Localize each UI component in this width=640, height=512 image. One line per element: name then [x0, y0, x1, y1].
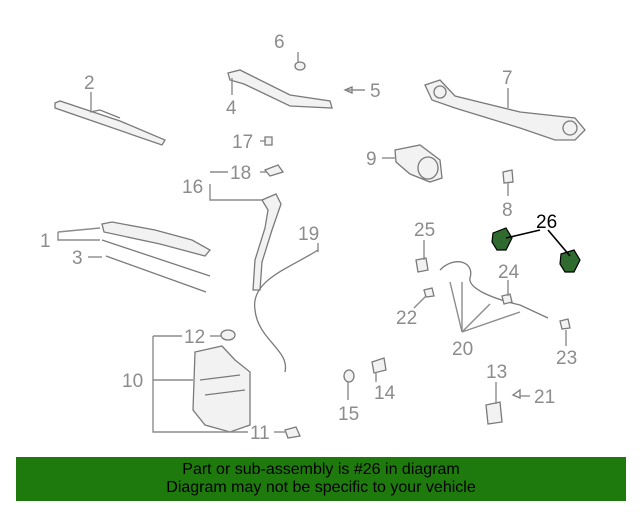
callout-12: 12 [184, 327, 205, 348]
callout-22: 22 [396, 308, 417, 329]
callout-6: 6 [274, 32, 285, 53]
callout-4: 4 [226, 98, 237, 119]
part-reservoir-cap [220, 329, 236, 341]
callout-14: 14 [374, 383, 396, 404]
part-nozzle [415, 257, 429, 273]
callout-20: 20 [452, 339, 473, 360]
callout-labels: 1 2 3 4 5 6 7 8 9 10 11 12 13 14 15 16 1… [40, 32, 577, 444]
part-cap [294, 61, 306, 71]
callout-10: 10 [122, 371, 143, 392]
part-plug [343, 369, 355, 383]
callout-24: 24 [498, 262, 520, 283]
callout-7: 7 [502, 68, 513, 89]
part-grommet [502, 169, 514, 184]
leader-lines-highlight [505, 229, 571, 257]
part-pump-connector [284, 426, 301, 439]
callout-19: 19 [298, 224, 319, 245]
callout-25: 25 [414, 220, 435, 241]
callout-13: 13 [486, 362, 507, 383]
part-clip [264, 136, 273, 146]
part-valve [371, 357, 387, 374]
callout-2: 2 [84, 73, 95, 94]
info-banner: Part or sub-assembly is #26 in diagram D… [16, 457, 626, 501]
part-connector-a [423, 287, 435, 298]
part-washer-hose [254, 249, 319, 373]
callout-18: 18 [230, 163, 251, 184]
callout-21: 21 [534, 387, 555, 408]
part-26-washer-nozzle [491, 227, 581, 273]
callout-15: 15 [338, 404, 359, 425]
callout-16: 16 [182, 177, 203, 198]
callout-9: 9 [366, 149, 377, 170]
part-clip-b [559, 318, 571, 330]
callout-3: 3 [72, 248, 83, 269]
part-screw [511, 388, 521, 399]
banner-line-part: Part or sub-assembly is #26 in diagram [182, 461, 460, 478]
part-wiper-blade-left [101, 221, 212, 293]
callout-8: 8 [502, 200, 513, 221]
callout-1: 1 [40, 231, 51, 252]
part-wiper-motor [394, 144, 443, 183]
part-wiper-arm [227, 69, 333, 109]
part-wiper-linkage [424, 79, 586, 141]
part-filler-cap [263, 164, 285, 177]
callout-5: 5 [370, 81, 381, 102]
callout-11: 11 [250, 423, 270, 444]
part-connector-b [501, 293, 513, 305]
callout-17: 17 [232, 132, 253, 153]
part-wiper-blade [54, 100, 166, 146]
banner-line-disclaimer: Diagram may not be specific to your vehi… [166, 479, 476, 496]
part-bracket [485, 401, 503, 425]
callout-26: 26 [536, 212, 557, 233]
part-filler-neck [252, 193, 282, 291]
part-washer-reservoir [192, 345, 251, 433]
leader-lines [57, 52, 567, 433]
callout-23: 23 [556, 348, 577, 369]
